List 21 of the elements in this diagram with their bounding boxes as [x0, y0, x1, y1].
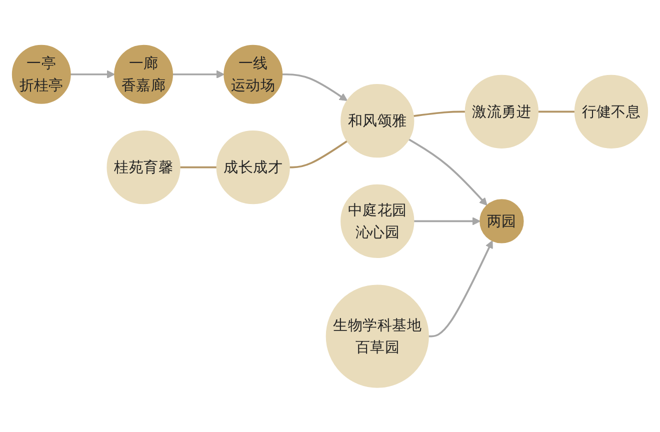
arrow — [172, 70, 224, 78]
node-circle: 激流勇进 — [464, 74, 539, 148]
node-circle: 桂苑育馨 — [106, 130, 180, 204]
node-circle: 两园 — [480, 198, 524, 243]
node-circle: 一廊 香嘉廊 — [114, 44, 174, 104]
arrow — [70, 70, 115, 78]
node-circle: 成长成才 — [216, 130, 290, 204]
arrow — [428, 240, 493, 337]
node-circle: 一线 运动场 — [224, 44, 283, 104]
connector — [413, 110, 466, 117]
connector — [538, 110, 575, 112]
node-circle: 行健不息 — [574, 74, 648, 148]
node-circle: 生物学科基地 百草园 — [326, 284, 429, 388]
node-circle: 中庭花园 沁心园 — [340, 184, 414, 258]
connector — [180, 166, 217, 168]
arrow — [282, 73, 348, 101]
arrow — [414, 216, 480, 225]
node-circle: 一亭 折桂亭 — [12, 44, 71, 104]
arrow — [408, 138, 488, 206]
node-circle: 和风颂雅 — [340, 84, 414, 158]
connector — [290, 140, 348, 168]
